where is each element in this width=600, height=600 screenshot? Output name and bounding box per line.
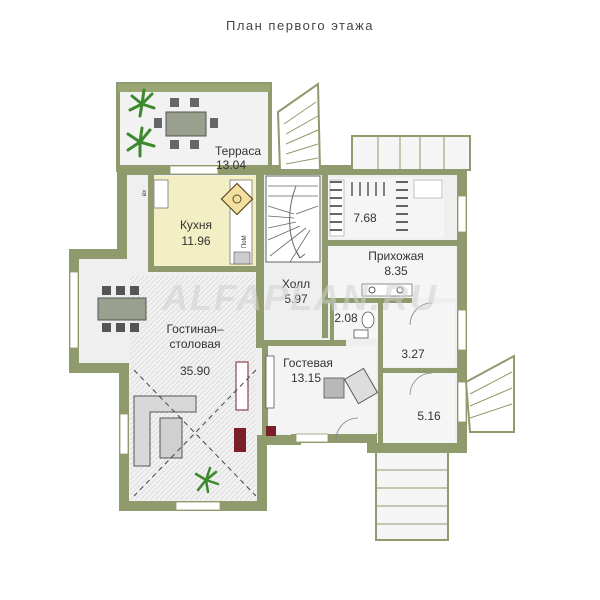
room-area-living: 35.90: [180, 364, 210, 378]
kitchen-area: вх ПоМ: [142, 176, 258, 268]
room-area-terrace: 13.04: [216, 158, 246, 172]
room-area-storage2: 5.16: [417, 409, 441, 423]
room-area-guest: 13.15: [291, 371, 321, 385]
storage-rooms: [383, 302, 455, 443]
interior-walls: [148, 172, 462, 450]
room-name-hall: Холл: [282, 277, 310, 291]
room-name-kitchen: Кухня: [180, 218, 212, 232]
wardrobe-area: [328, 178, 444, 238]
plant-icon: [126, 126, 156, 158]
exterior-steps: [276, 82, 515, 541]
stove-icon: [220, 182, 254, 216]
room-name-guest: Гостевая: [283, 356, 333, 370]
room-area-storage1: 3.27: [401, 347, 425, 361]
windows: [69, 165, 467, 511]
room-area-hall: 5.97: [284, 292, 308, 306]
dishwasher-label: ПоМ: [242, 235, 248, 248]
bathroom-area: [334, 303, 378, 339]
staircase: [265, 175, 321, 263]
dining-set: [97, 286, 147, 332]
room-area-entry: 8.35: [384, 264, 408, 278]
terrace-dining-set: [154, 98, 218, 149]
plant-icon: [128, 88, 156, 118]
sofa-icon: [133, 395, 197, 467]
guest-room-area: [265, 346, 379, 441]
entry-area: [328, 246, 456, 298]
room-labels: Терраса 13.04 Кухня 11.96 7.68 Холл 5.97…: [166, 144, 441, 423]
room-area-wardrobe: 7.68: [353, 211, 377, 225]
plant-icon: [194, 466, 220, 494]
living-area: [97, 276, 257, 500]
room-name-living-line1: Гостиная–: [166, 322, 223, 336]
room-name-entry: Прихожая: [368, 249, 424, 263]
plan-title: План первого этажа: [225, 18, 375, 33]
room-area-bathroom: 2.08: [334, 311, 358, 325]
room-name-living-line2: столовая: [170, 337, 221, 351]
room-area-kitchen: 11.96: [181, 234, 210, 248]
hood-label: вх: [142, 190, 148, 196]
room-name-terrace: Терраса: [215, 144, 261, 158]
watermark: ALFAPLAN.RU: [161, 277, 438, 318]
terrace-area: [116, 82, 272, 172]
armchair-icon: [343, 367, 379, 405]
